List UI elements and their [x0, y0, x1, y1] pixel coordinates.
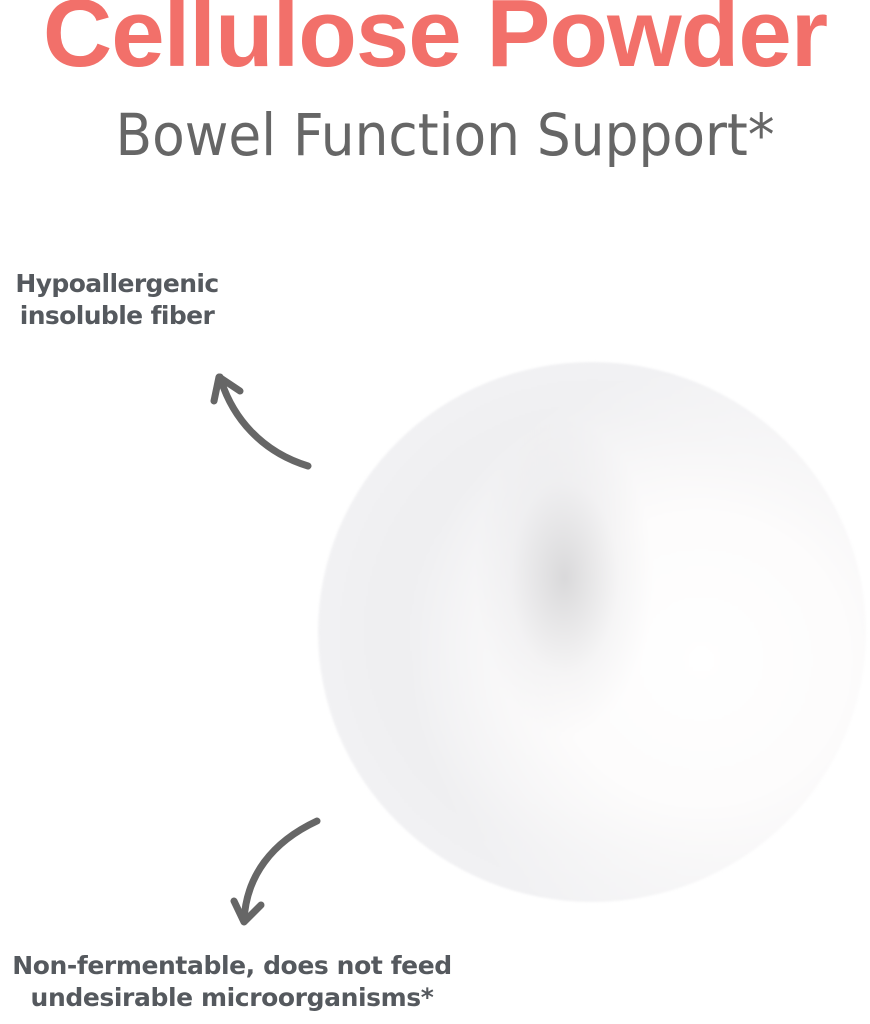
- product-title: Cellulose Powder: [42, 0, 828, 87]
- callout-hypoallergenic: Hypoallergenic insoluble fiber: [0, 268, 234, 332]
- powder-image: [318, 362, 866, 902]
- product-subtitle: Bowel Function Support*: [115, 101, 775, 169]
- callout-line: Hypoallergenic: [15, 269, 219, 298]
- callout-line: undesirable microorganisms*: [30, 983, 434, 1012]
- callout-line: insoluble fiber: [19, 301, 215, 330]
- callout-non-fermentable: Non-fermentable, does not feed undesirab…: [0, 950, 464, 1014]
- callout-line: Non-fermentable, does not feed: [12, 951, 452, 980]
